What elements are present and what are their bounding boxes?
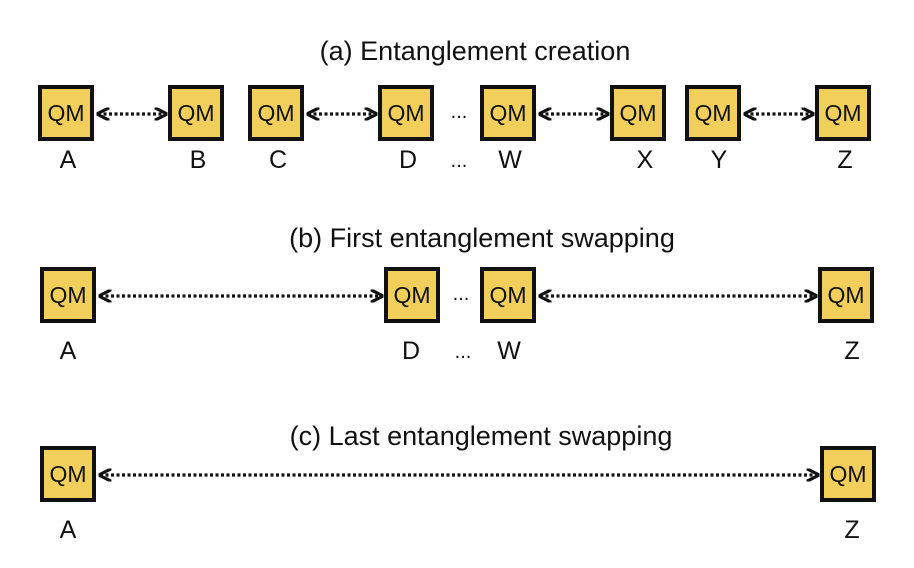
quantum-memory-z: QM (815, 85, 871, 141)
panel-b-title: (b) First entanglement swapping (289, 223, 675, 253)
node-label-b: B (189, 146, 207, 174)
node-label-x: X (636, 146, 654, 174)
quantum-memory-a: QM (40, 267, 96, 323)
node-label-c: C (268, 146, 288, 174)
node-label-d: D (398, 146, 418, 174)
quantum-memory-w: QM (480, 85, 536, 141)
ellipsis-top: ... (450, 101, 468, 123)
panel-c-title: (c) Last entanglement swapping (289, 421, 673, 451)
quantum-memory-d: QM (378, 85, 434, 141)
quantum-memory-w: QM (480, 267, 536, 323)
quantum-memory-c: QM (248, 85, 304, 141)
node-label-z: Z (837, 146, 853, 174)
node-label-a: A (59, 516, 77, 544)
quantum-memory-z: QM (818, 267, 874, 323)
ellipsis-top: ... (452, 283, 470, 305)
quantum-memory-a: QM (38, 85, 94, 141)
quantum-memory-a: QM (40, 446, 96, 502)
quantum-memory-b: QM (168, 85, 224, 141)
quantum-memory-z: QM (820, 446, 876, 502)
node-label-z: Z (844, 337, 860, 365)
ellipsis-label: ... (450, 150, 468, 172)
quantum-memory-y: QM (685, 85, 741, 141)
node-label-a: A (59, 337, 77, 365)
node-label-d: D (401, 337, 421, 365)
quantum-memory-d: QM (384, 267, 440, 323)
node-label-z: Z (844, 516, 860, 544)
node-label-y: Y (710, 146, 728, 174)
panel-a-title: (a) Entanglement creation (319, 36, 631, 66)
quantum-memory-x: QM (610, 85, 666, 141)
node-label-w: W (497, 337, 521, 365)
node-label-w: W (498, 146, 522, 174)
node-label-a: A (59, 146, 77, 174)
ellipsis-label: ... (454, 341, 472, 363)
